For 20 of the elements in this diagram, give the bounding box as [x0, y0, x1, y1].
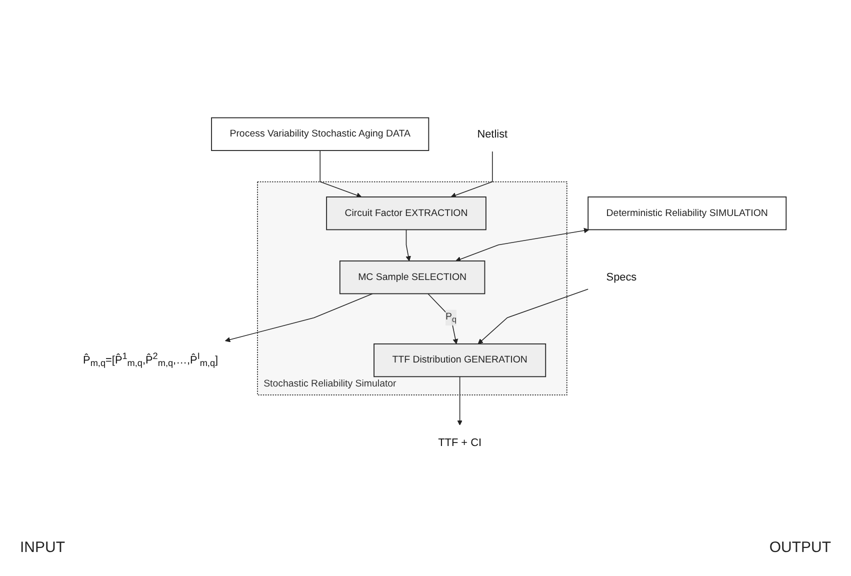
node-box: MC Sample SELECTION [339, 260, 486, 294]
arrow [428, 292, 458, 344]
column-label: OUTPUT [769, 539, 831, 556]
node-box: TTF Distribution GENERATION [374, 343, 546, 377]
arrow [457, 376, 462, 426]
arrow [456, 228, 590, 262]
node-text: P̂$_{m,q}$=[P̂$^{1}$$_{m,q}$,P̂$^{2}$$_{m,q}$,…,P̂$^{I}$$_{m,q}$] [83, 350, 218, 368]
arrow [478, 288, 588, 344]
arrow [406, 228, 411, 261]
node-box: Deterministic Reliability SIMULATION [588, 196, 787, 230]
column-label: INPUT [20, 539, 65, 556]
edge-label: P$_{q}$ [446, 311, 456, 324]
arrow [450, 150, 493, 198]
node-text: TTF + CI [438, 436, 482, 448]
node-text: Specs [606, 270, 637, 283]
node-box: Process Variability Stochastic Aging DATA [211, 116, 430, 151]
arrow [225, 292, 373, 342]
node-box: Circuit Factor EXTRACTION [326, 196, 486, 230]
node-text: Netlist [477, 127, 508, 140]
arrow [320, 150, 362, 198]
